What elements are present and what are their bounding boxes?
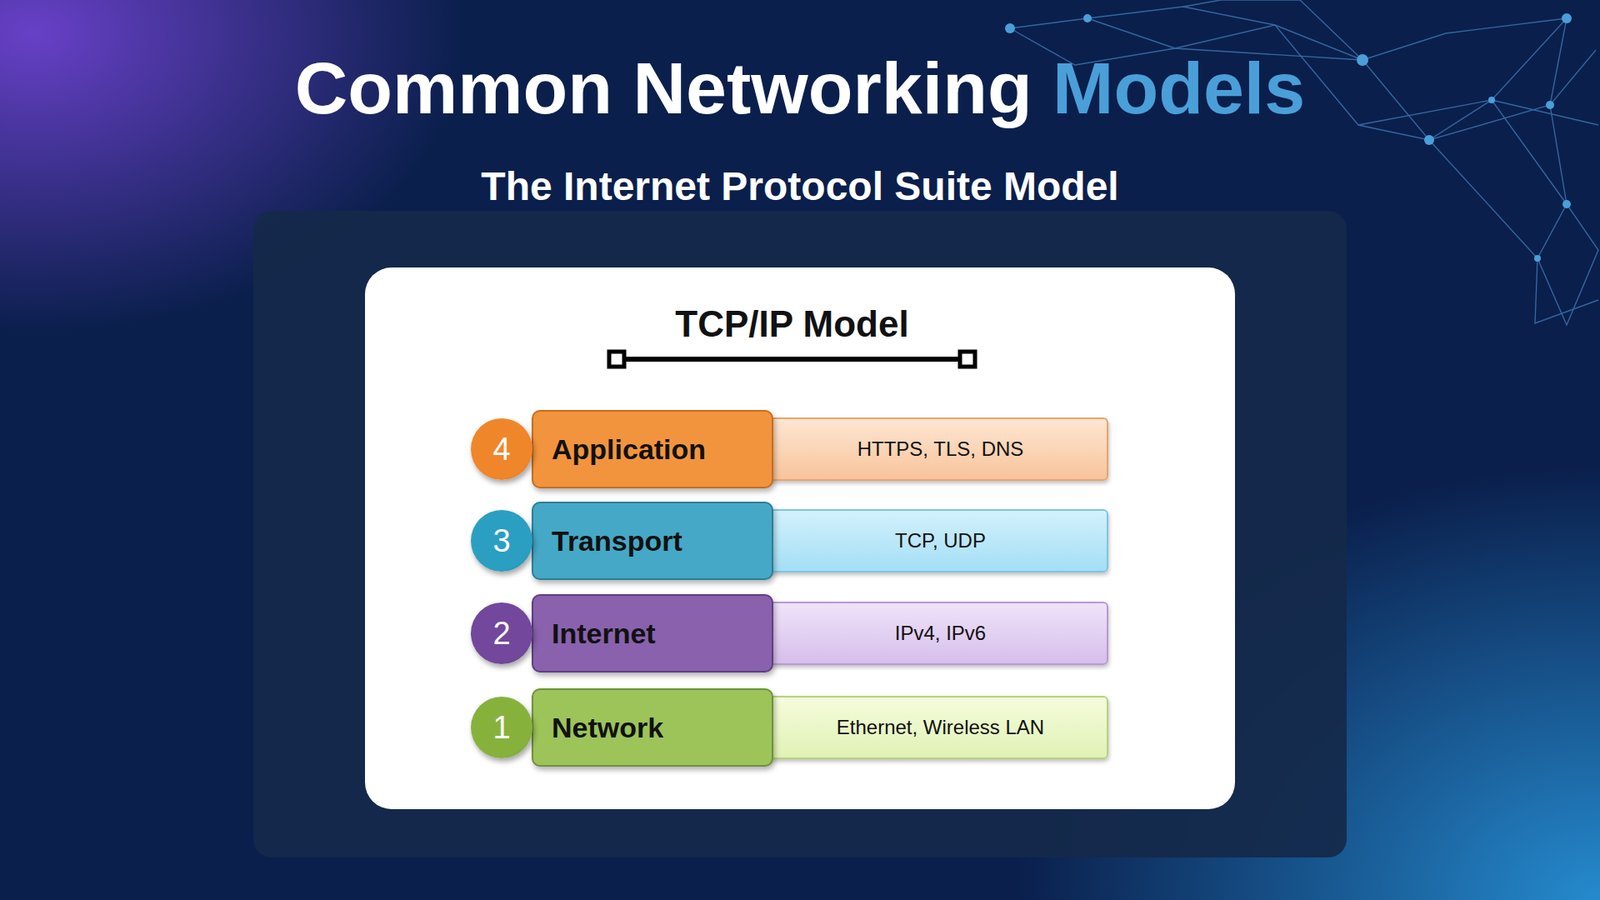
layer-name: Transport xyxy=(551,525,683,558)
callout-number: 4 xyxy=(492,431,510,468)
mesh-dot xyxy=(1424,135,1435,145)
protocol-list: Ethernet, Wireless LAN xyxy=(836,715,1045,740)
mesh-dot xyxy=(1356,54,1369,66)
page-title: Common Networking Models xyxy=(0,48,1600,130)
mesh-line xyxy=(1491,100,1599,125)
protocol-list: HTTPS, TLS, DNS xyxy=(857,437,1025,461)
title-part: Models xyxy=(1052,46,1305,130)
layer-box: Network xyxy=(531,688,774,767)
callout-number: 3 xyxy=(492,523,510,560)
protocol-list: TCP, UDP xyxy=(895,529,986,553)
mesh-line xyxy=(1429,140,1599,324)
mesh-dot xyxy=(1545,100,1555,110)
mesh-dot xyxy=(1005,23,1015,34)
white-card xyxy=(365,267,1235,810)
protocol-box: TCP, UDP xyxy=(754,509,1109,573)
mesh-dot xyxy=(1562,200,1571,209)
layer-number: 1 xyxy=(470,696,533,759)
layer-name: Application xyxy=(551,433,706,466)
callout-number: 1 xyxy=(492,710,510,746)
protocol-list: IPv4, IPv6 xyxy=(895,621,986,645)
protocol-box: HTTPS, TLS, DNS xyxy=(754,417,1109,481)
mesh-dot xyxy=(1561,13,1572,24)
mesh-line xyxy=(1010,18,1567,140)
mesh-dot xyxy=(1488,96,1495,104)
layer-box: Transport xyxy=(531,501,774,580)
protocol-box: Ethernet, Wireless LAN xyxy=(754,695,1109,760)
bracket-line xyxy=(616,356,968,362)
callout-number: 2 xyxy=(492,615,510,652)
title-part: Common Networking xyxy=(295,46,1053,130)
layer-number: 2 xyxy=(470,602,533,665)
mesh-dot xyxy=(1083,14,1092,23)
layer-name: Internet xyxy=(551,617,656,650)
mesh-line xyxy=(1537,204,1599,325)
layer-name: Network xyxy=(551,711,664,745)
model-heading: TCP/IP Model xyxy=(616,303,968,345)
title-bracket xyxy=(609,351,975,367)
outer-panel xyxy=(253,210,1347,858)
mesh-dot xyxy=(1534,255,1541,262)
layer-number: 3 xyxy=(470,510,533,572)
bracket-end xyxy=(960,351,975,367)
layer-box: Application xyxy=(531,410,774,489)
subtitle: The Internet Protocol Suite Model xyxy=(0,163,1600,210)
protocol-box: IPv4, IPv6 xyxy=(754,601,1109,665)
layer-number: 4 xyxy=(470,418,533,480)
bracket-end xyxy=(609,351,625,367)
layer-box: Internet xyxy=(531,594,774,673)
